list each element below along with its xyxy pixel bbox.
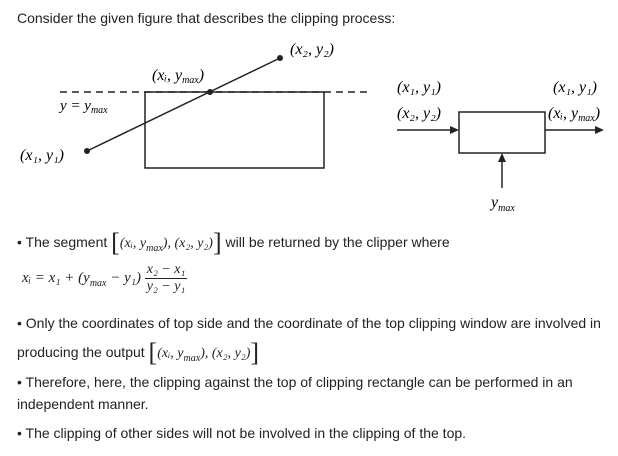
point-p1 [84, 148, 90, 154]
bullet-coordinates-line2: producing the output [(xᵢ, ymax), (x₂, y… [17, 338, 260, 367]
output-math: [(xᵢ, ymax), (x₂, y₂)] [148, 338, 260, 367]
bullet-independent-line1: • Therefore, here, the clipping against … [17, 374, 573, 390]
bullet-other-sides: • The clipping of other sides will not b… [17, 425, 467, 441]
segment-math: [(xᵢ, ymax), (x₂, y₂)] [111, 228, 222, 257]
label-in-bottom: (x₂, y₂) [397, 105, 441, 122]
right-diagram: (x₁, y₁) (x₂, y₂) (x₁, y₁) (xᵢ, ymax) ym… [397, 79, 604, 214]
bullet-coordinates-line1: • Only the coordinates of top side and t… [17, 315, 601, 331]
bullet-independent-line2: independent manner. [17, 396, 149, 412]
left-diagram: (x₂, y₂) (xᵢ, ymax) y = ymax (x₁, y₁) [20, 41, 368, 169]
label-in-top: (x₁, y₁) [397, 79, 441, 96]
label-bottom: ymax [489, 194, 515, 214]
intro-text: Consider the given figure that describes… [17, 10, 396, 26]
bullet-segment: • The segment [(xᵢ, ymax), (x₂, y₂)] wil… [17, 228, 450, 257]
point-p2 [277, 55, 283, 61]
label-pi: (xᵢ, ymax) [152, 67, 204, 86]
label-p2: (x₂, y₂) [290, 41, 334, 58]
clip-window [144, 91, 325, 169]
label-out-top: (x₁, y₁) [553, 79, 597, 96]
segment-line [86, 57, 281, 152]
point-intersection [207, 89, 213, 95]
input-arrowhead [450, 126, 459, 134]
clipper-box [458, 111, 546, 154]
label-ymax: y = ymax [58, 98, 108, 116]
label-p1: (x₁, y₁) [20, 147, 64, 164]
output-arrowhead [595, 126, 604, 134]
bottom-arrowhead [498, 153, 506, 162]
label-out-bottom: (xᵢ, ymax) [548, 105, 600, 124]
clipping-figure: (x₂, y₂) (xᵢ, ymax) y = ymax (x₁, y₁) (x… [20, 41, 604, 214]
